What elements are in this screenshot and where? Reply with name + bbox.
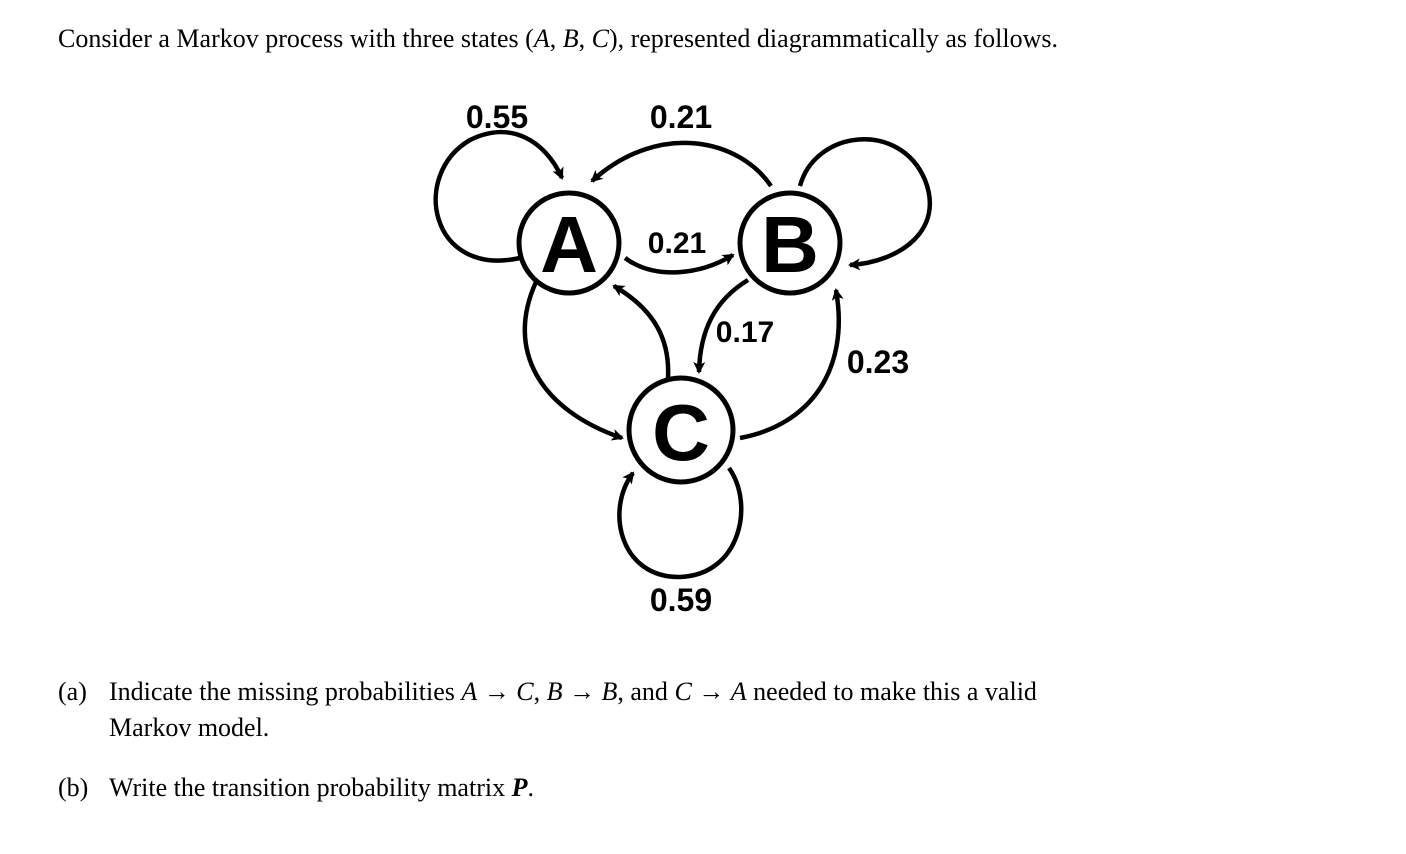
transition-from: B (546, 677, 563, 706)
arrow-icon: → (483, 677, 510, 706)
text: Write the transition probability matrix (109, 773, 512, 802)
edge-c-to-b (739, 288, 844, 441)
edge-a-to-c (522, 281, 624, 441)
state-a-symbol: A (533, 24, 550, 53)
node-a: A (516, 190, 622, 296)
edge-b-to-a (590, 140, 773, 188)
arrow-icon: → (569, 677, 595, 706)
node-b: B (737, 190, 843, 296)
question-a: (a) Indicate the missing probabilities A… (58, 674, 1358, 754)
text: , and (617, 677, 675, 706)
state-b-symbol: B (562, 24, 579, 53)
transition-to: C (516, 677, 534, 706)
prob-a-to-a: 0.55 (466, 99, 528, 135)
prob-c-to-c: 0.59 (650, 582, 712, 618)
transition-from: A (461, 677, 478, 706)
question-a-line1: Indicate the missing probabilities A → C… (109, 674, 1037, 710)
question-b-label: (b) (58, 773, 89, 802)
question-b: (b) Write the transition probability mat… (58, 770, 1358, 810)
edge-b-to-c (693, 278, 750, 374)
question-a-label: (a) (58, 677, 87, 706)
prob-c-to-b: 0.23 (847, 344, 909, 380)
state-c-symbol: C (591, 24, 609, 53)
matrix-symbol: P (511, 773, 528, 802)
arrow-icon: → (698, 677, 725, 706)
node-b-label: B (761, 200, 819, 289)
node-a-label: A (540, 200, 598, 289)
transition-to: B (601, 677, 618, 706)
transition-from: C (674, 677, 692, 706)
text: . (527, 773, 534, 802)
question-a-line2: Markov model. (109, 713, 270, 742)
node-c: C (626, 375, 736, 485)
prob-b-to-a: 0.21 (650, 99, 712, 135)
node-c-label: C (652, 388, 710, 477)
prob-a-to-b: 0.21 (648, 227, 706, 260)
intro-text: Consider a Markov process with three sta… (58, 24, 534, 53)
intro-sentence: Consider a Markov process with three sta… (58, 24, 1058, 54)
text: Indicate the missing probabilities (109, 677, 462, 706)
text: needed to make this a valid (746, 677, 1037, 706)
edge-c-to-a (612, 284, 671, 379)
edge-c-to-c (617, 466, 744, 580)
markov-diagram: A B C 0.55 0.21 0.21 0.17 0.23 0.59 (433, 99, 933, 618)
prob-b-to-c: 0.17 (716, 316, 774, 349)
edge-a-to-a (433, 129, 565, 263)
separator: , (578, 24, 592, 53)
question-b-text: Write the transition probability matrix … (109, 770, 534, 806)
edge-b-to-b (797, 137, 933, 271)
intro-text-end: ), represented diagrammatically as follo… (608, 24, 1059, 53)
question-a-text: Indicate the missing probabilities A → C… (109, 674, 1037, 746)
text: , (533, 677, 547, 706)
transition-to: A (730, 677, 747, 706)
edge-a-to-b (623, 253, 735, 275)
separator: , (549, 24, 563, 53)
